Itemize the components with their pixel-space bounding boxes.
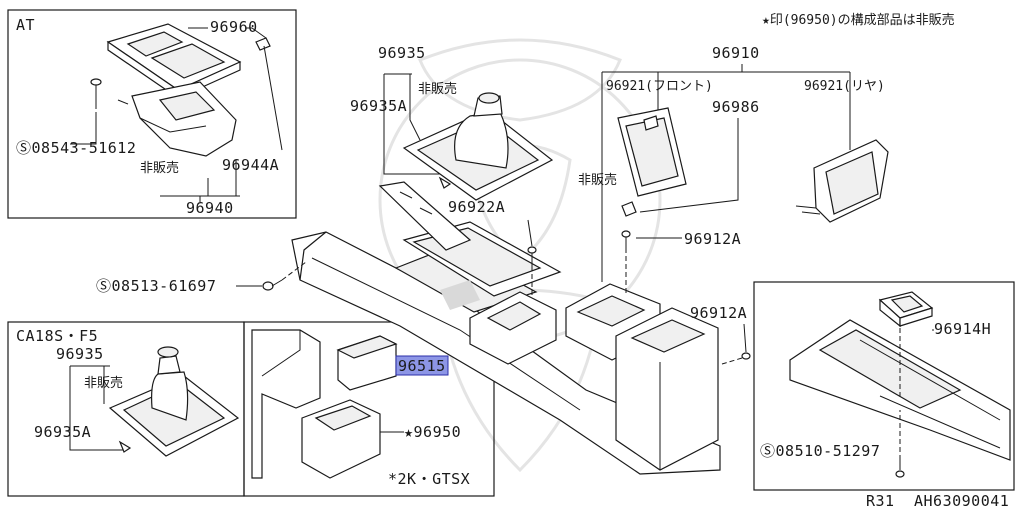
label-08543: Ⓢ08543-51612: [16, 139, 136, 157]
screw-96912a-mid: [721, 352, 751, 365]
ca-shift-boot: [108, 346, 240, 457]
part-96921-rear-lid: [795, 139, 889, 223]
label-96910: 96910: [712, 44, 760, 62]
screw-08513: [262, 261, 307, 291]
inset-at: AT 96960 Ⓢ08543-51612 非販売: [7, 9, 297, 219]
header-note: ★印(96950)の構成部品は非販売: [762, 12, 955, 28]
label-08510: Ⓢ08510-51297: [760, 442, 880, 460]
part-96986-clip: [621, 201, 637, 217]
label-96914h: 96914H: [934, 320, 991, 338]
label-main-not-sold: 非販売: [418, 81, 457, 97]
label-right-not-sold: 非販売: [578, 172, 617, 188]
inset-at-label: AT: [16, 16, 35, 34]
label-at-not-sold: 非販売: [140, 160, 179, 176]
screw-96912a-top: [621, 230, 631, 296]
main-shift-boot: [402, 92, 554, 201]
label-96921-rear: 96921(リヤ): [804, 79, 885, 94]
label-ca-96935: 96935: [56, 345, 104, 363]
label-96935a: 96935A: [350, 97, 407, 115]
part-96944a: [117, 81, 237, 157]
label-ca-96935a: 96935A: [34, 423, 91, 441]
footer-model: R31: [866, 492, 895, 510]
footer-code: AH63090041: [914, 492, 1009, 510]
inset-gtsx-label: *2K・GTSX: [388, 470, 470, 488]
inset-right: 96914H Ⓢ08510-51297: [753, 281, 1015, 491]
label-96986: 96986: [712, 98, 760, 116]
screw-08543: [90, 78, 102, 104]
inset-gtsx: 96515 ★96950 *2K・GTSX: [243, 321, 495, 497]
part-96515: [336, 335, 398, 391]
part-96921-front-lid: [617, 107, 687, 197]
inset-ca18s: CA18S・F5 96935 非販売 96935A: [7, 321, 245, 497]
part-96960-plate: [106, 23, 242, 100]
screw-08510: [895, 410, 905, 478]
label-96912a-mid: 96912A: [690, 304, 747, 322]
label-96960: 96960: [210, 18, 258, 36]
main-console: [291, 181, 721, 475]
label-08513: Ⓢ08513-61697: [96, 277, 216, 295]
label-96912a-top: 96912A: [684, 230, 741, 248]
part-96914h: [878, 291, 934, 328]
highlight-96515: [395, 355, 449, 376]
part-96950: [301, 399, 381, 479]
label-96515: 96515: [398, 357, 446, 375]
label-96940: 96940: [186, 199, 234, 217]
label-96921-front: 96921(フロント): [606, 79, 713, 94]
label-96944a: 96944A: [222, 156, 279, 174]
inset-ca18s-label: CA18S・F5: [16, 327, 98, 345]
label-96922a: 96922A: [448, 198, 505, 216]
screw-96922a: [527, 246, 537, 296]
label-96950: ★96950: [404, 423, 461, 441]
label-96935: 96935: [378, 44, 426, 62]
